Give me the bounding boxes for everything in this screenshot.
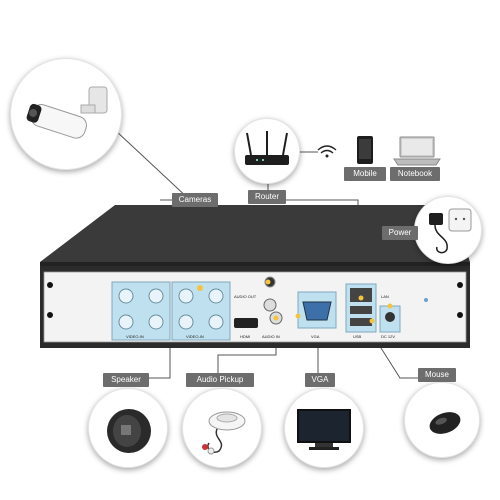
speaker-icon: [107, 409, 151, 453]
vga-circle: [284, 388, 364, 468]
label-video-in-1: VIDEO-IN: [126, 334, 144, 339]
bullet-camera-icon: [26, 86, 108, 139]
mouse-circle: [404, 382, 480, 458]
label-usb: USB: [353, 334, 362, 339]
audio-out-jack: [263, 298, 277, 312]
cameras-label: Cameras: [172, 193, 218, 207]
audio-pickup-label: Audio Pickup: [186, 373, 254, 387]
label-hdmi: HDMI: [240, 334, 250, 339]
speaker-circle: [88, 388, 168, 468]
power-label: Power: [382, 226, 418, 240]
lan-port: [350, 288, 372, 302]
router-circle: [234, 118, 300, 184]
label-lan: LAN: [381, 294, 389, 299]
video-in-block-2: [171, 281, 231, 341]
laptop-icon: [393, 136, 441, 166]
mobile-phone-icon: [357, 136, 373, 164]
monitor-icon: [297, 409, 351, 450]
power-adapter-icon: [429, 208, 472, 254]
router-label: Router: [248, 190, 286, 204]
microphone-icon: [202, 411, 246, 455]
label-audio-in: AUDIO IN: [262, 334, 280, 339]
hdmi-port: [234, 318, 258, 328]
speaker-label: Speaker: [103, 373, 149, 387]
vga-label: VGA: [305, 373, 335, 387]
camera-circle: [10, 58, 122, 170]
label-video-in-2: VIDEO-IN: [186, 334, 204, 339]
router-icon: [245, 131, 289, 165]
usb-port-2: [350, 318, 372, 326]
audio-pickup-circle: [182, 388, 262, 468]
notebook-label: Notebook: [390, 167, 440, 181]
power-circle: [414, 196, 482, 264]
wifi-icon: [317, 145, 337, 154]
usb-port-1: [350, 306, 372, 314]
mouse-label: Mouse: [418, 368, 456, 382]
video-in-block-1: [111, 281, 171, 341]
dc-jack: [385, 312, 395, 322]
mobile-label: Mobile: [344, 167, 386, 181]
label-dc: DC 12V: [381, 334, 395, 339]
label-vga: VGA: [311, 334, 320, 339]
mouse-icon: [429, 412, 461, 434]
label-audio-out: AUDIO OUT: [234, 294, 257, 299]
vga-port: [302, 301, 332, 321]
